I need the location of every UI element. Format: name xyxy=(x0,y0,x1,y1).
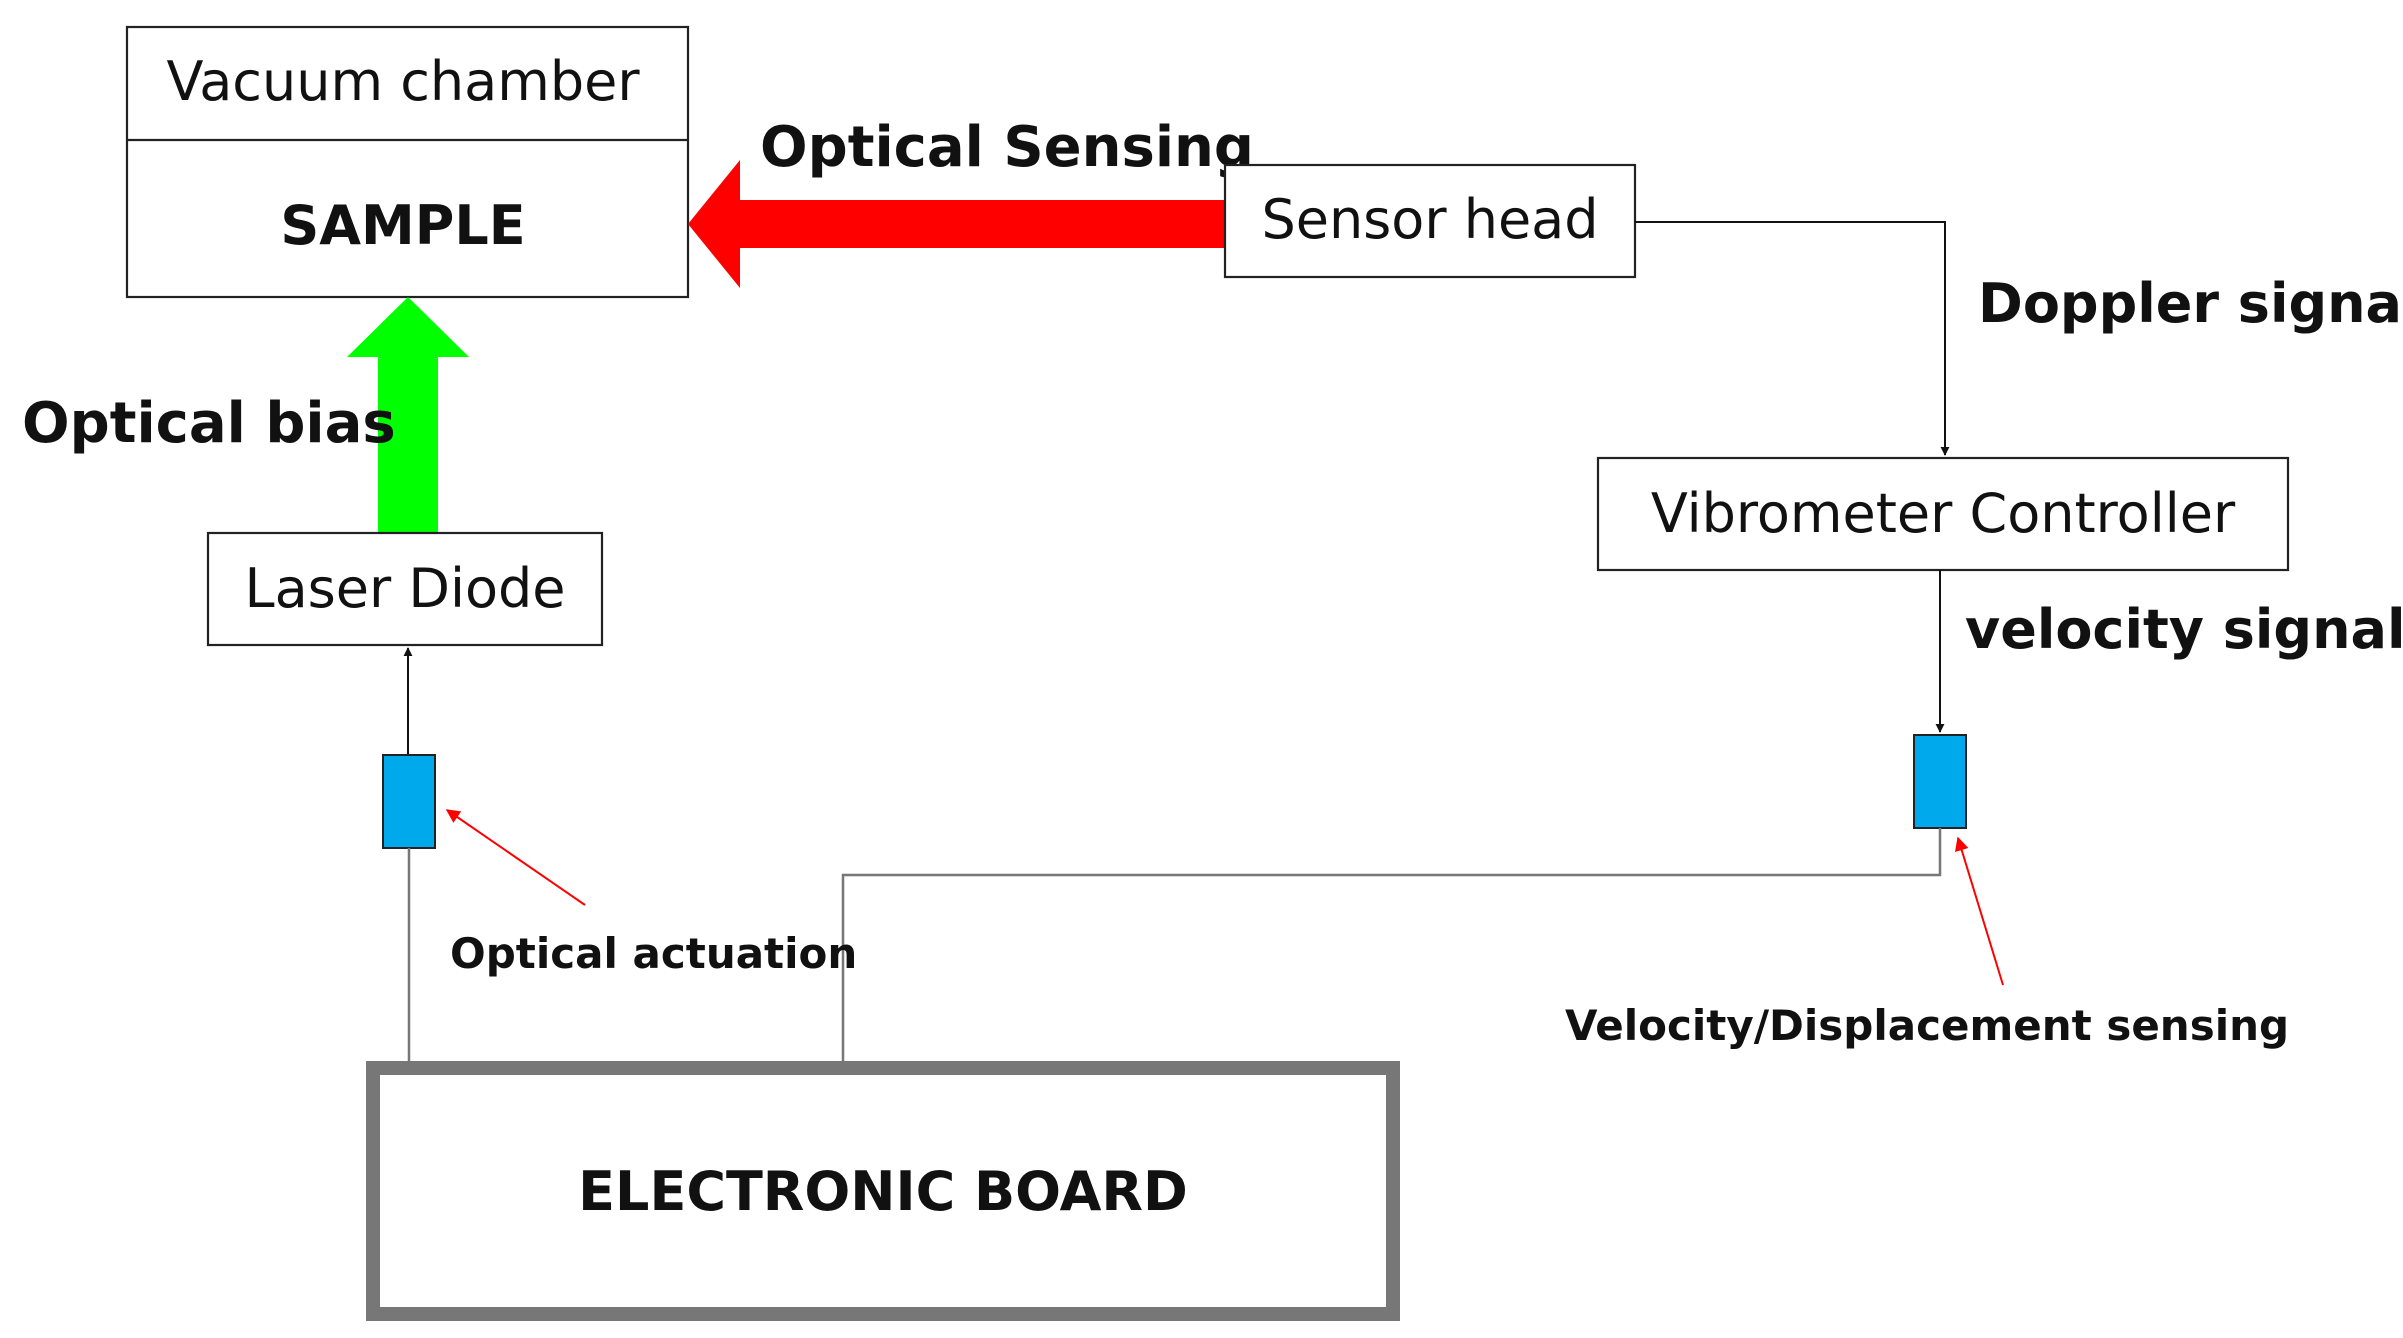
vacuum-chamber-box: Vacuum chamber SAMPLE xyxy=(125,25,690,299)
optical-bias-arrow-shaft xyxy=(378,355,438,533)
sample-label: SAMPLE xyxy=(280,194,525,257)
vibrometer-controller-box: Vibrometer Controller xyxy=(1596,456,2290,572)
electronic-board-label: ELECTRONIC BOARD xyxy=(578,1160,1188,1223)
velocity-connector xyxy=(1913,734,1967,829)
optical-bias-label: Optical bias xyxy=(22,391,396,456)
velocity-displacement-sensing-label: Velocity/Displacement sensing xyxy=(1565,1001,2289,1050)
doppler-signal-line xyxy=(1635,221,1950,456)
velocity-signal-label: velocity signal xyxy=(1965,598,2403,661)
optical-sensing-arrow xyxy=(688,160,1225,288)
sensing-wire xyxy=(841,828,1942,1061)
optical-sensing-label: Optical Sensing xyxy=(760,115,1254,180)
optical-actuation-label: Optical actuation xyxy=(450,929,857,978)
velocity-sensing-pointer xyxy=(1954,836,2004,986)
optical-sensing-arrow-head xyxy=(688,160,740,288)
doppler-signal-label: Doppler signal xyxy=(1978,272,2403,335)
optical-bias-arrow-head xyxy=(347,297,469,357)
laser-diode-box: Laser Diode xyxy=(206,531,604,647)
optical-bias-arrow xyxy=(347,297,469,533)
sensor-head-box: Sensor head xyxy=(1223,163,1637,279)
vibrometer-controller-label: Vibrometer Controller xyxy=(1651,482,2236,545)
optical-sensing-arrow-shaft xyxy=(740,200,1225,248)
electronic-board-box: ELECTRONIC BOARD xyxy=(366,1061,1400,1321)
optical-actuation-pointer xyxy=(445,809,586,906)
actuation-connector xyxy=(382,754,436,849)
laser-diode-label: Laser Diode xyxy=(244,557,565,620)
vacuum-chamber-label: Vacuum chamber xyxy=(166,50,640,113)
sensor-head-label: Sensor head xyxy=(1261,188,1598,251)
